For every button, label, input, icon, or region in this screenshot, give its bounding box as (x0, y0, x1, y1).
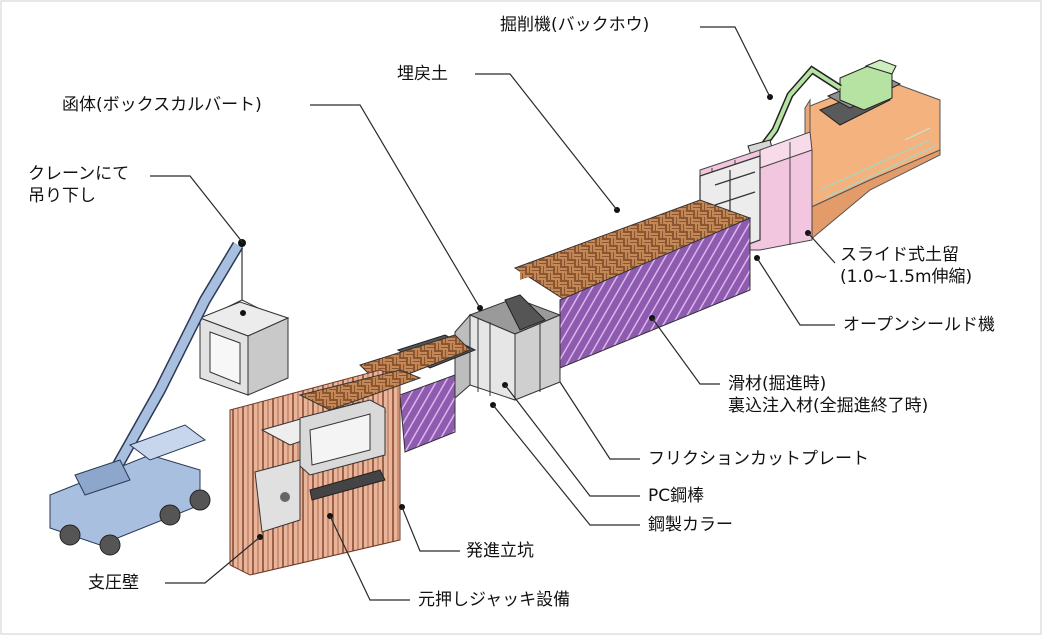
leader-friction-cut (559, 381, 640, 460)
leader-reaction-wall (165, 536, 261, 584)
leader-lines (150, 26, 836, 601)
leader-open-shield (756, 257, 835, 326)
leader-jack (329, 515, 410, 601)
label-reaction-wall: 支圧壁 (88, 573, 139, 593)
label-backfill: 埋戻土 (397, 64, 448, 84)
leader-steel-collar (492, 404, 640, 526)
leader-box-culvert (310, 104, 481, 309)
label-pc-bar: PC鋼棒 (648, 486, 705, 506)
hanging-box-culvert (198, 245, 290, 396)
label-friction-cut: フリクションカットプレート (648, 449, 869, 469)
leader-crane (150, 175, 244, 244)
label-crane-lowering: クレーンにて 吊り下し (28, 164, 130, 206)
launch-shaft (229, 369, 422, 576)
leader-excavator (700, 26, 771, 98)
label-open-shield: オープンシールド機 (843, 315, 995, 335)
leader-pc-bar (504, 384, 640, 497)
label-steel-collar: 鋼製カラー (648, 515, 733, 535)
box-culvert-segments (454, 294, 562, 408)
label-box-culvert: 函体(ボックスカルバート) (62, 95, 262, 115)
crane (49, 239, 246, 556)
label-jack-equipment: 元押しジャッキ設備 (418, 590, 571, 610)
leader-backfill (475, 73, 618, 211)
label-excavator: 掘削機(バックホウ) (500, 15, 650, 35)
leader-slide-shoring (807, 232, 836, 264)
leader-launch-shaft (401, 506, 460, 552)
leader-lubricant (651, 317, 720, 385)
label-slide-shoring: スライド式土留 (1.0~1.5m伸縮) (840, 245, 973, 287)
label-launch-shaft: 発進立坑 (466, 541, 534, 561)
label-lubricant: 滑材(掘進時) 裏込注入材(全掘進終了時) (728, 374, 929, 416)
